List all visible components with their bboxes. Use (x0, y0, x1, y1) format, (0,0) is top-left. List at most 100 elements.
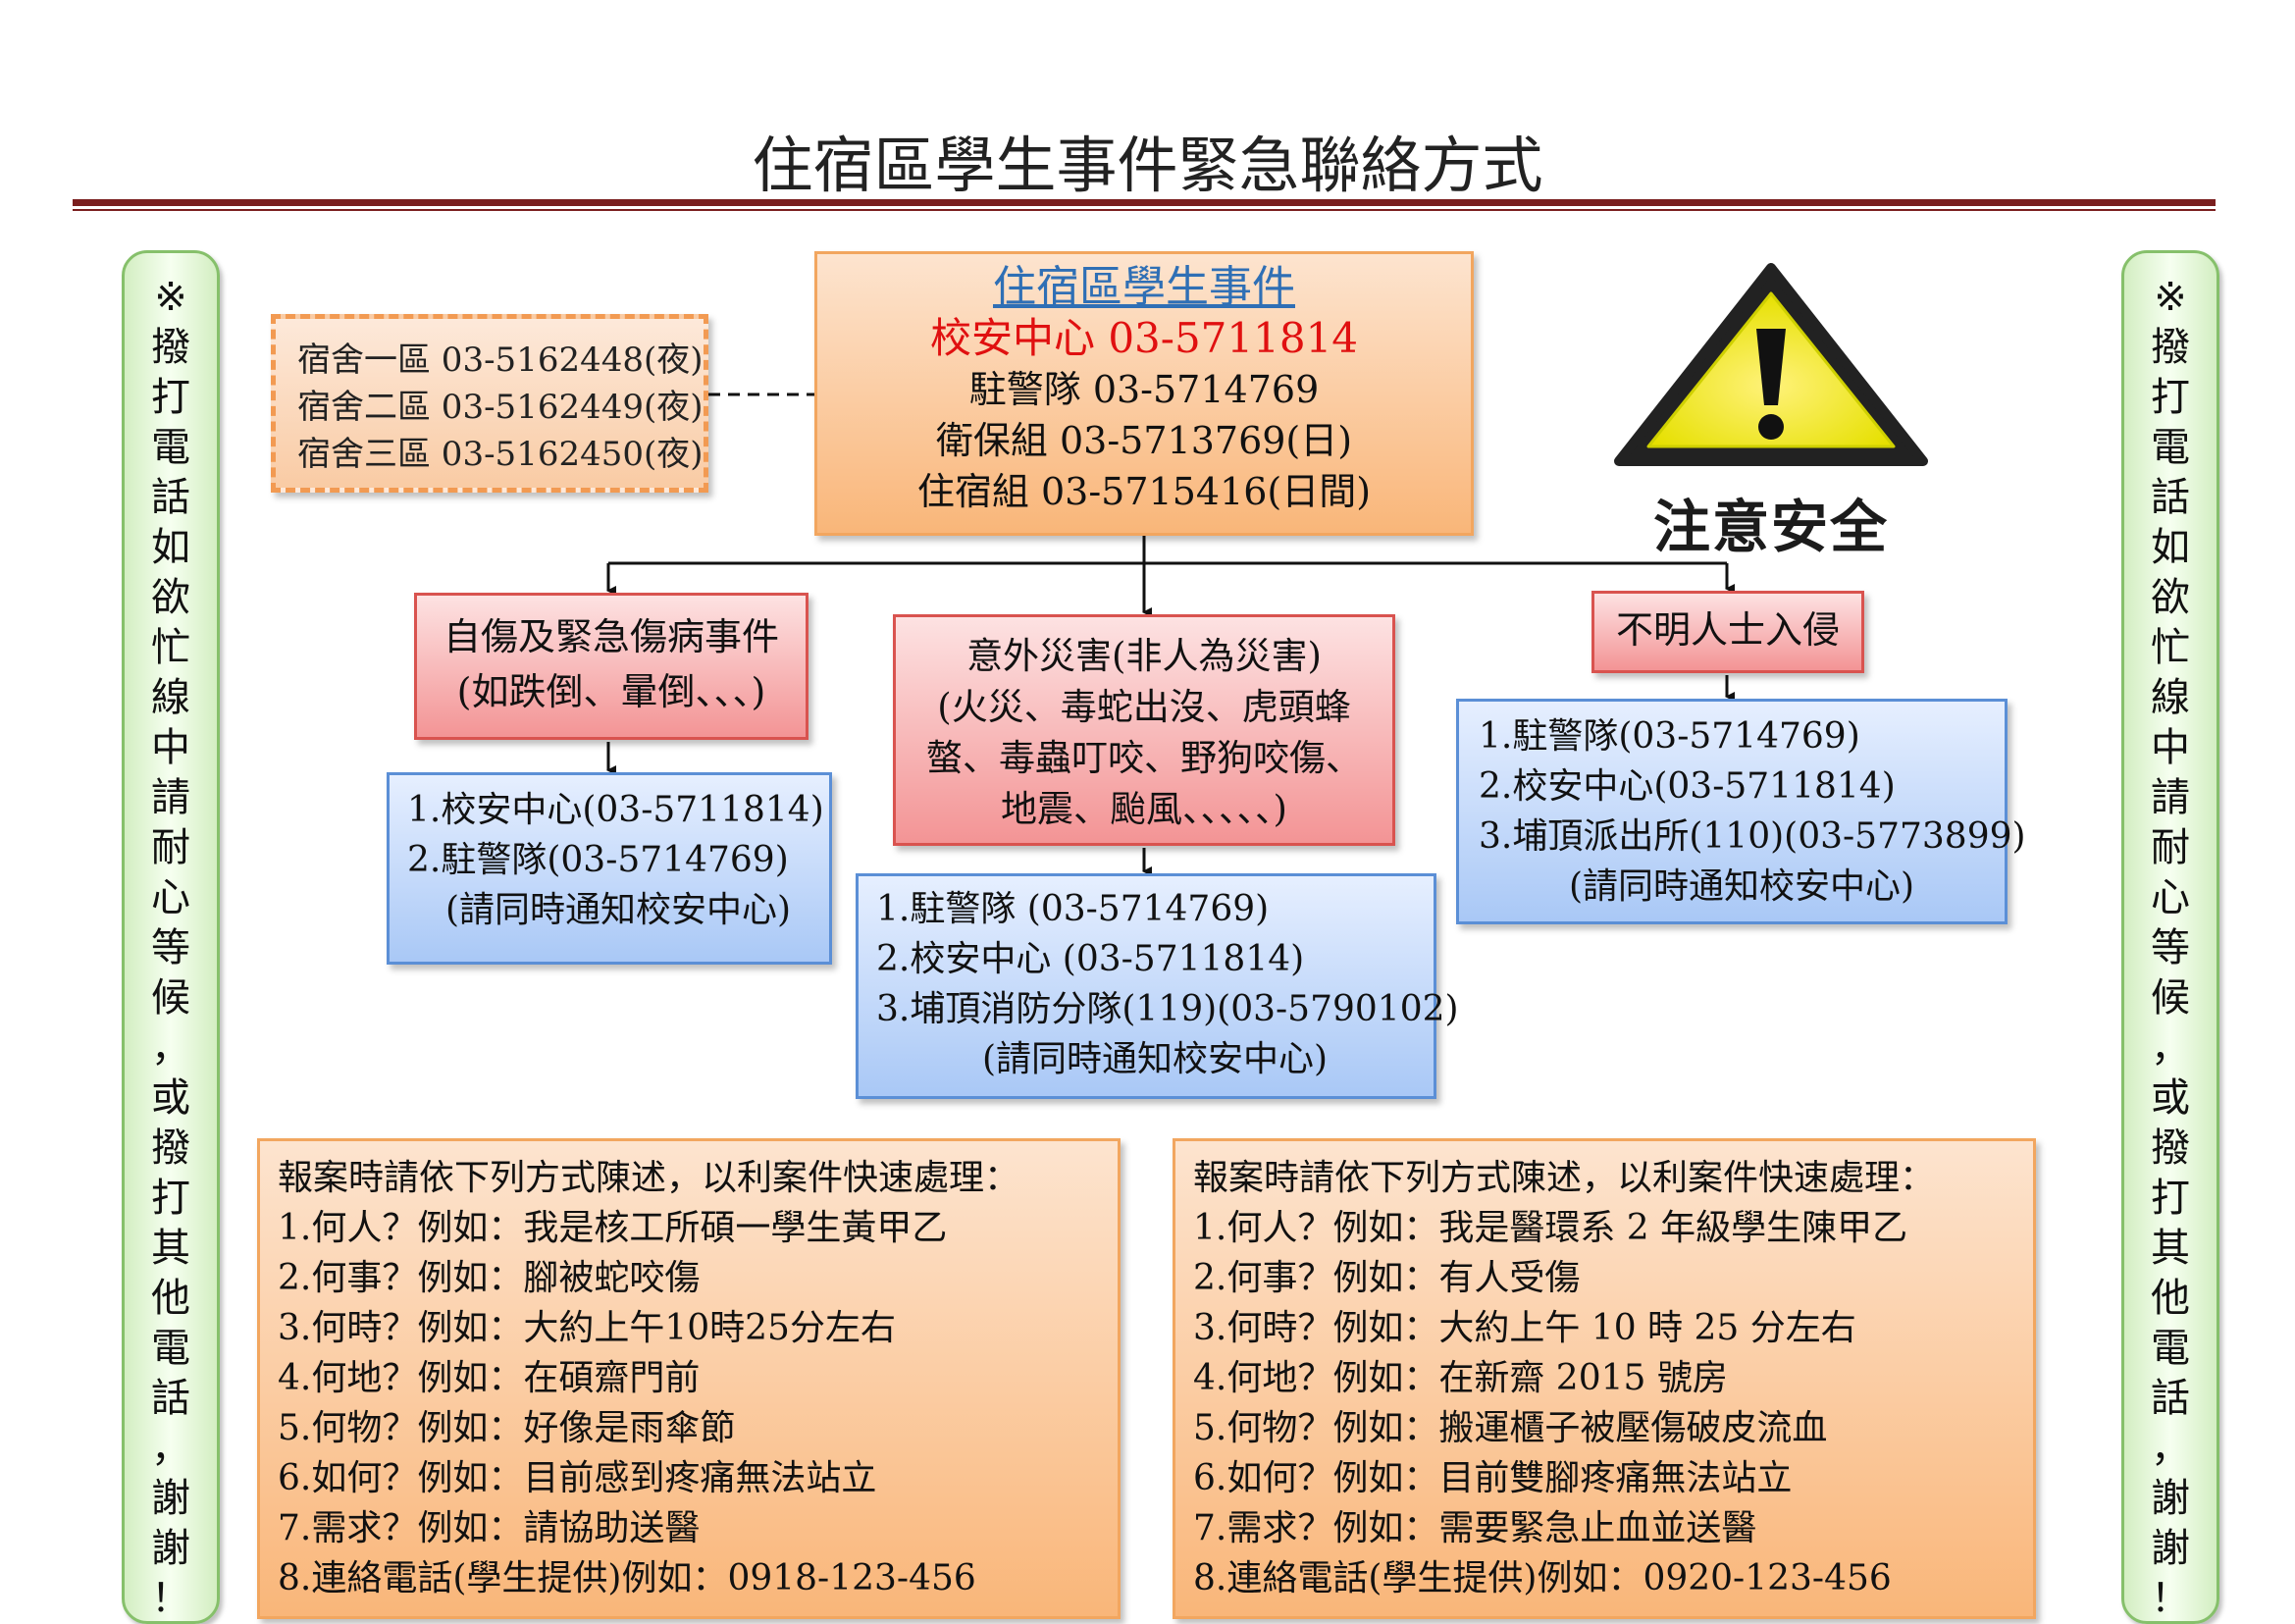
side-note-char: 打 (151, 1176, 190, 1221)
report-item: 7.需求？例如：需要緊急止血並送醫 (1193, 1508, 1757, 1548)
report-item: 5.何物？例如：好像是雨傘節 (278, 1408, 736, 1448)
title-rule-thick (73, 199, 2216, 206)
side-note-char: ， (151, 1426, 190, 1471)
side-note-char: 話 (151, 475, 190, 520)
contact-line: 1.駐警隊 (03-5714769) (876, 889, 1270, 929)
report-item: 6.如何？例如：目前雙腳疼痛無法站立 (1193, 1458, 1793, 1498)
side-note-char: 忙 (2151, 625, 2190, 670)
side-note-char: 中 (151, 725, 190, 770)
report-heading: 報案時請依下列方式陳述，以利案件快速處理： (1193, 1158, 1936, 1198)
page-title: 住宿區學生事件緊急聯絡方式 (752, 130, 1543, 201)
main-contact-line: 衛保組 03-5713769(日) (935, 419, 1353, 462)
main-contact-line: 住宿組 03-5715416(日間) (916, 470, 1372, 513)
report-item: 7.需求？例如：請協助送醫 (278, 1508, 701, 1548)
side-note-char: 候 (151, 975, 190, 1021)
category-line: 地震、颱風、、、、、) (1001, 788, 1287, 830)
side-note-char: 等 (2151, 925, 2190, 970)
side-note-char: 線 (151, 675, 190, 720)
side-note-char: 他 (2151, 1276, 2190, 1321)
main-heading: 住宿區學生事件 (993, 262, 1295, 312)
side-note-char: 如 (151, 525, 190, 570)
category-line: 螫、毒蟲叮咬、野狗咬傷、 (926, 737, 1362, 779)
report-item: 2.何事？例如：腳被蛇咬傷 (278, 1258, 701, 1298)
category-line: 意外災害(非人為災害) (966, 635, 1322, 677)
side-note-right: ※撥打電話如欲忙線中請耐心等候，或撥打其他電話，謝謝！ (2121, 250, 2219, 1624)
category-line: 不明人士入侵 (1615, 608, 1840, 652)
main-contact-box: 住宿區學生事件 校安中心 03-5711814 駐警隊 03-5714769 衛… (814, 251, 1474, 536)
side-note-char: ※ (2154, 275, 2187, 320)
contact-line: 3.埔頂消防分隊(119)(03-5790102) (876, 989, 1459, 1029)
contacts-self-harm: 1.校安中心(03-5711814) 2.駐警隊(03-5714769) (請同… (387, 772, 832, 965)
side-note-char: 謝 (2151, 1526, 2190, 1571)
side-note-char: 電 (151, 1326, 190, 1371)
main-contact-line: 駐警隊 03-5714769 (968, 368, 1320, 411)
side-note-char: 話 (2151, 475, 2190, 520)
side-note-char: 謝 (151, 1526, 190, 1571)
side-note-char: 請 (2151, 775, 2190, 820)
side-note-char: 打 (2151, 1176, 2190, 1221)
category-accident: 意外災害(非人為災害) (火災、毒蛇出沒、虎頭蜂 螫、毒蟲叮咬、野狗咬傷、 地震… (893, 614, 1395, 846)
report-heading: 報案時請依下列方式陳述，以利案件快速處理： (278, 1158, 1020, 1198)
side-note-char: ！ (2151, 1576, 2190, 1621)
contact-line: 2.校安中心(03-5711814) (1479, 766, 1896, 807)
side-note-char: 線 (2151, 675, 2190, 720)
side-note-char: 電 (151, 425, 190, 470)
side-note-char: 他 (151, 1276, 190, 1321)
side-note-char: 或 (2151, 1075, 2190, 1121)
report-item: 1.何人？例如：我是醫環系 2 年級學生陳甲乙 (1193, 1208, 1908, 1248)
side-note-char: 耐 (151, 825, 190, 870)
side-note-char: 欲 (151, 575, 190, 620)
side-note-char: ， (2151, 1025, 2190, 1071)
side-note-char: 撥 (2151, 1126, 2190, 1171)
contact-line: 3.埔頂派出所(110)(03-5773899) (1479, 816, 2026, 857)
side-note-char: 電 (2151, 1326, 2190, 1371)
report-item: 4.何地？例如：在新齋 2015 號房 (1193, 1358, 1728, 1398)
contact-line: 1.駐警隊(03-5714769) (1479, 716, 1860, 757)
side-note-char: 心 (2151, 875, 2190, 920)
side-note-char: 謝 (2151, 1476, 2190, 1521)
title-rule-thin (73, 209, 2216, 211)
category-line: (火災、毒蛇出沒、虎頭蜂 (937, 686, 1351, 728)
category-self-harm: 自傷及緊急傷病事件 (如跌倒、暈倒、、、) (414, 593, 808, 740)
report-item: 4.何地？例如：在碩齋門前 (278, 1358, 701, 1398)
side-note-char: 欲 (2151, 575, 2190, 620)
side-note-char: 打 (2151, 375, 2190, 420)
side-note-char: 耐 (2151, 825, 2190, 870)
contacts-accident: 1.駐警隊 (03-5714769) 2.校安中心 (03-5711814) 3… (856, 873, 1459, 1099)
side-note-char: 撥 (151, 1126, 190, 1171)
side-note-char: 其 (151, 1226, 190, 1271)
side-note-char: 打 (151, 375, 190, 420)
report-item: 5.何物？例如：搬運櫃子被壓傷破皮流血 (1193, 1408, 1828, 1448)
category-intruder: 不明人士入侵 (1591, 591, 1864, 673)
report-item: 6.如何？例如：目前感到疼痛無法站立 (278, 1458, 877, 1498)
campus-security-line: 校安中心 03-5711814 (929, 314, 1359, 362)
dorm-line: 宿舍三區 03-5162450(夜) (297, 435, 704, 474)
warning-label: 注意安全 (1652, 494, 1889, 560)
dorm-contacts-box: 宿舍一區 03-5162448(夜) 宿舍二區 03-5162449(夜) 宿舍… (271, 314, 708, 493)
category-line: (如跌倒、暈倒、、、) (456, 670, 766, 713)
report-example-left: 報案時請依下列方式陳述，以利案件快速處理： 1.何人？例如：我是核工所碩一學生黃… (257, 1138, 1121, 1619)
side-note-char: 心 (151, 875, 190, 920)
contact-line: 2.校安中心 (03-5711814) (876, 939, 1305, 979)
side-note-char: 撥 (2151, 325, 2190, 370)
category-line: 自傷及緊急傷病事件 (443, 615, 779, 658)
side-note-char: 其 (2151, 1226, 2190, 1271)
side-note-char: 忙 (151, 625, 190, 670)
contact-note: (請同時通知校安中心) (444, 890, 792, 930)
side-note-char: 電 (2151, 425, 2190, 470)
side-note-char: ！ (151, 1576, 190, 1621)
contact-line: 2.駐警隊(03-5714769) (407, 840, 789, 880)
report-item: 3.何時？例如：大約上午10時25分左右 (278, 1308, 896, 1348)
warning-triangle-icon (1609, 260, 1933, 554)
side-note-char: 撥 (151, 325, 190, 370)
side-note-char: 等 (151, 925, 190, 970)
dorm-line: 宿舍二區 03-5162449(夜) (297, 388, 704, 427)
contact-line: 1.校安中心(03-5711814) (407, 790, 824, 830)
side-note-char: 候 (2151, 975, 2190, 1021)
contact-note: (請同時通知校安中心) (981, 1039, 1329, 1079)
side-note-char: 中 (2151, 725, 2190, 770)
dorm-line: 宿舍一區 03-5162448(夜) (297, 341, 704, 380)
side-note-left: ※撥打電話如欲忙線中請耐心等候，或撥打其他電話，謝謝！ (122, 250, 220, 1624)
contact-note: (請同時通知校安中心) (1568, 866, 1915, 907)
